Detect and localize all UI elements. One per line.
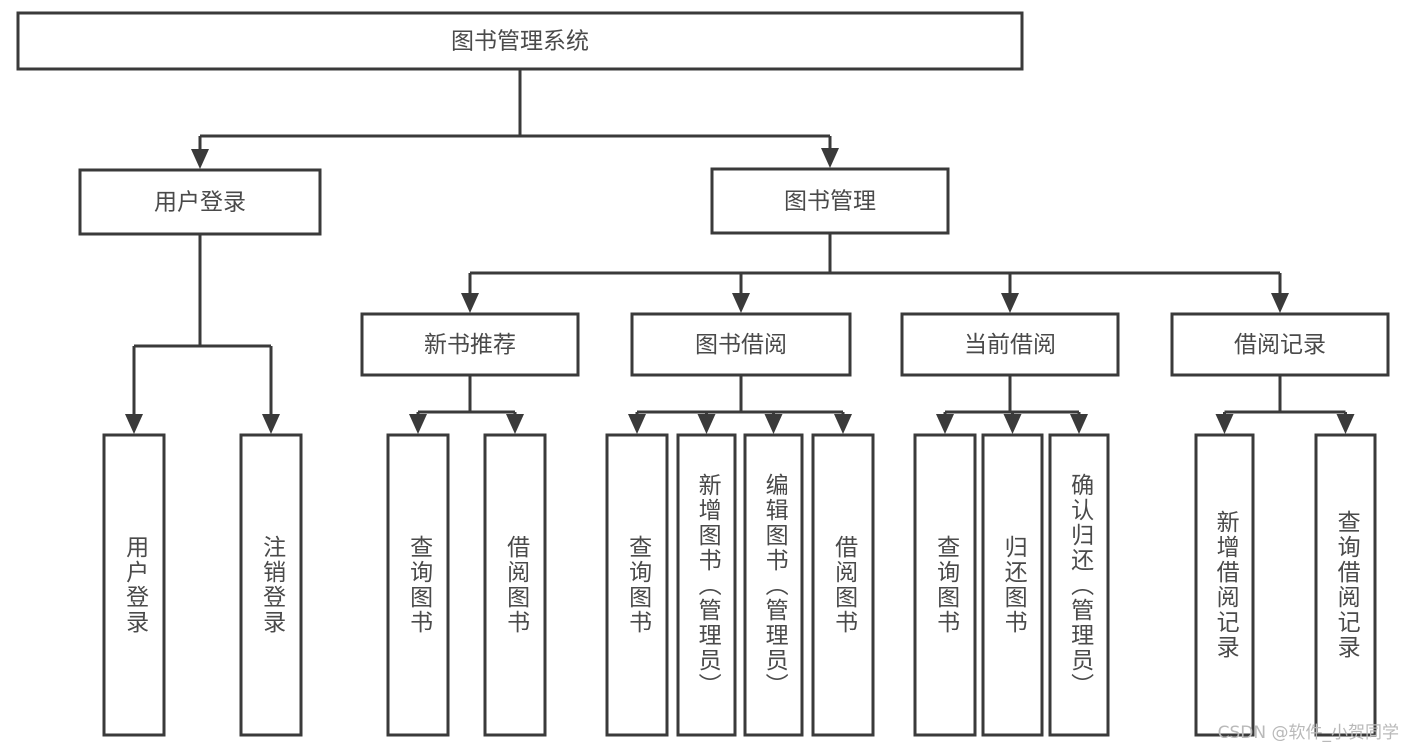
arrowhead <box>506 414 524 434</box>
node-leaf-query-book-3[interactable] <box>913 433 977 737</box>
node-leaf-query-book-2[interactable] <box>605 433 669 737</box>
arrowhead <box>262 414 280 434</box>
arrowhead <box>461 293 479 313</box>
node-label-book-manage: 图书管理 <box>784 189 876 215</box>
arrowhead <box>628 414 646 434</box>
node-leaf-add-book-admin[interactable] <box>676 433 737 737</box>
node-leaf-query-book-1[interactable] <box>386 433 450 737</box>
node-leaf-confirm-return-admin[interactable] <box>1048 433 1110 737</box>
watermark-text: CSDN @软件_小贺同学 <box>1217 723 1399 743</box>
node-leaf-return-book[interactable] <box>981 433 1044 737</box>
edge-layer <box>125 69 1355 434</box>
node-book-borrow[interactable] <box>630 312 852 377</box>
node-leaf-user-logout[interactable] <box>239 433 303 737</box>
node-label-book-borrow: 图书借阅 <box>695 332 787 358</box>
arrowhead <box>834 414 852 434</box>
node-label-root: 图书管理系统 <box>451 29 589 55</box>
arrowhead <box>821 148 839 168</box>
arrowhead <box>764 414 783 434</box>
arrowhead <box>732 293 750 313</box>
node-leaf-borrow-book-2[interactable] <box>811 433 875 737</box>
arrowhead <box>936 414 954 434</box>
node-current-borrow[interactable] <box>900 312 1120 377</box>
node-leaf-edit-book-admin[interactable] <box>743 433 804 737</box>
arrowhead <box>125 414 143 434</box>
node-leaf-add-borrow-record[interactable] <box>1194 433 1255 737</box>
node-new-book-recommend[interactable] <box>360 312 580 377</box>
node-leaf-borrow-book-1[interactable] <box>483 433 547 737</box>
arrowhead <box>191 149 209 169</box>
arrowhead <box>1001 293 1019 313</box>
arrowhead <box>697 414 716 434</box>
node-label-current-borrow: 当前借阅 <box>964 332 1056 358</box>
arrowhead <box>1336 414 1355 434</box>
arrowhead <box>1215 414 1234 434</box>
node-leaf-query-borrow-record[interactable] <box>1314 433 1377 737</box>
node-user-login[interactable] <box>78 168 322 236</box>
arrowhead <box>1070 414 1088 434</box>
node-label-borrow-record: 借阅记录 <box>1234 332 1326 358</box>
arrowhead <box>409 414 427 434</box>
node-leaf-user-login[interactable] <box>102 433 166 737</box>
arrowhead <box>1271 293 1289 313</box>
arrowhead <box>1003 414 1022 434</box>
node-label-new-book-recommend: 新书推荐 <box>424 332 516 358</box>
node-borrow-record[interactable] <box>1170 312 1390 377</box>
node-root[interactable] <box>16 11 1024 71</box>
node-label-user-login: 用户登录 <box>154 190 246 216</box>
node-book-manage[interactable] <box>710 167 950 235</box>
